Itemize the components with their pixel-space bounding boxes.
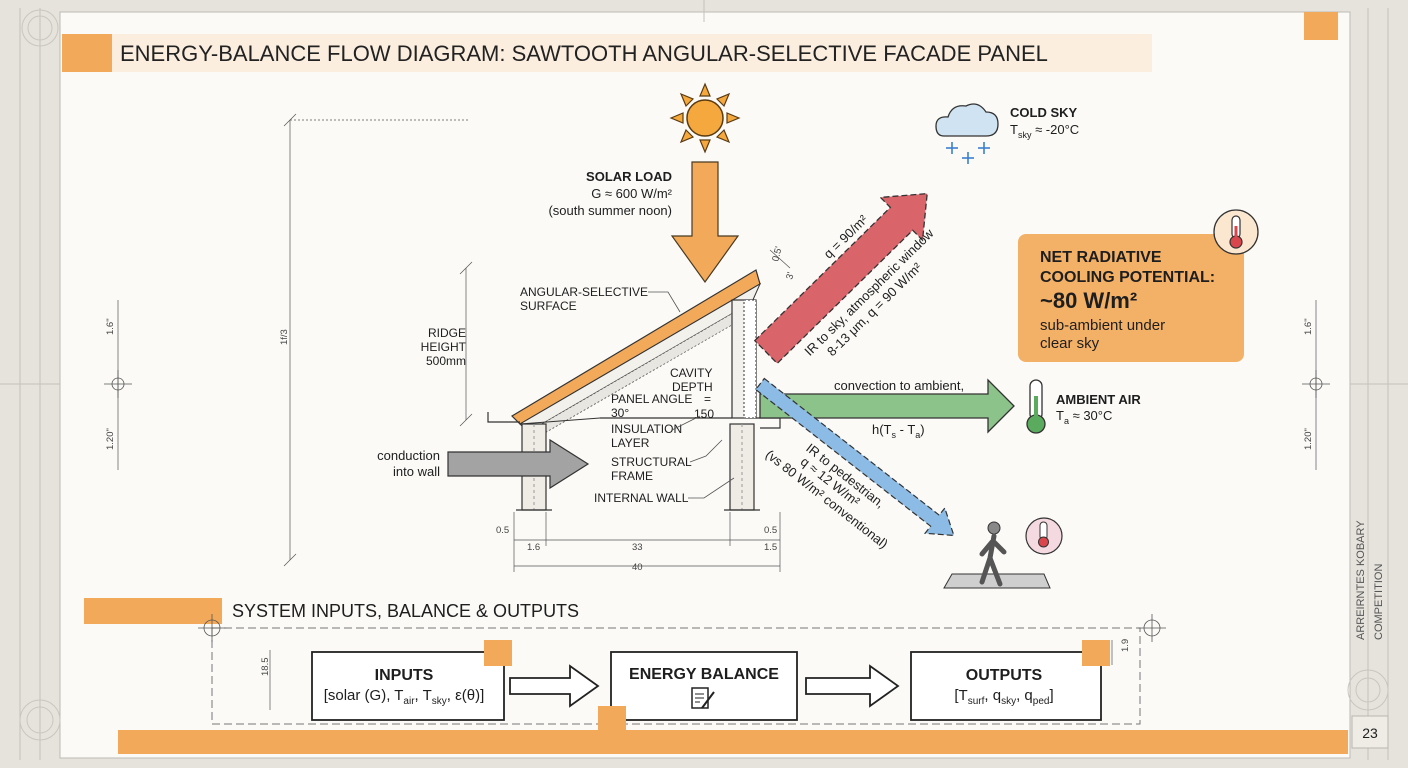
net-cooling-box: [1018, 234, 1244, 362]
ambient-title: AMBIENT AIR: [1056, 392, 1141, 407]
frame-label-2: FRAME: [611, 469, 653, 483]
conduction-arrow: [447, 438, 590, 490]
outputs-formula: [Tsurf, qsky, qped]: [954, 687, 1053, 707]
cavity-label-2: DEPTH: [672, 380, 713, 394]
system-heading: SYSTEM INPUTS, BALANCE & OUTPUTS: [232, 601, 579, 621]
net-line-3: sub-ambient under: [1040, 317, 1165, 334]
convection-label: convection to ambient,: [834, 378, 964, 393]
document-edit-icon: [691, 687, 715, 709]
svg-text:1.5: 1.5: [764, 542, 777, 553]
ambient-thermometer-icon: [1026, 379, 1046, 434]
net-value: ~80 W/m²: [1040, 288, 1137, 313]
sun-icon: [669, 82, 741, 154]
solar-load-value: G ≈ 600 W/m²: [591, 186, 672, 201]
outputs-box: [910, 651, 1102, 721]
net-line-1: NET RADIATIVE: [1040, 249, 1162, 266]
ridge-label-1: RIDGE: [428, 326, 466, 340]
cloud-snow-icon: [935, 103, 999, 164]
inputs-title: INPUTS: [375, 667, 434, 684]
wall-label: INTERNAL WALL: [594, 491, 689, 505]
edge-dim-top-right: 1.6": [1303, 318, 1314, 335]
svg-text:3': 3': [784, 271, 797, 281]
edge-dim-mid-left: 1.20": [105, 428, 116, 450]
svg-text:0.5: 0.5: [496, 525, 509, 536]
frame-label-1: STRUCTURAL: [611, 455, 692, 469]
ambient-temp: Ta ≈ 30°C: [1056, 408, 1112, 426]
page-title: ENERGY-BALANCE FLOW DIAGRAM: SAWTOOTH AN…: [120, 41, 1048, 66]
balance-title: ENERGY BALANCE: [629, 666, 779, 683]
energy-balance-box: [610, 651, 798, 721]
angle-label-2: 30°: [611, 406, 629, 420]
thermometer-icon: [1213, 209, 1259, 255]
corner-seal-icon: [19, 9, 1389, 741]
side-label-1: ARREIRNTES KOBARY: [1355, 520, 1367, 640]
svg-text:40: 40: [632, 562, 643, 573]
svg-text:1.9: 1.9: [1120, 639, 1131, 652]
conduction-label-2: into wall: [393, 464, 440, 479]
outputs-title: OUTPUTS: [966, 667, 1043, 684]
svg-text:0.5': 0.5': [770, 245, 785, 263]
svg-text:1f/3: 1f/3: [279, 329, 290, 345]
surface-label-1: ANGULAR-SELECTIVE: [520, 285, 648, 299]
arrow-inputs-balance: [509, 664, 600, 708]
overall-height-dimension: 1f/3: [279, 113, 470, 567]
bottom-dimensions: 0.5 1.6 33 1.5 0.5 40: [496, 512, 781, 573]
edge-markers: 1.6" 1.20" 1.6" 1.20": [104, 300, 1330, 470]
insulation-label-1: INSULATION: [611, 422, 682, 436]
cold-sky-temp: Tsky ≈ -20°C: [1010, 122, 1079, 140]
system-frame: 18.5 1.9: [198, 614, 1166, 725]
svg-text:1.6: 1.6: [527, 542, 540, 553]
edge-dim-top-left: 1.6": [105, 318, 116, 335]
page-number: 23: [1362, 725, 1378, 741]
cavity-eq: =: [704, 392, 711, 406]
ridge-label-2: HEIGHT: [421, 340, 467, 354]
pedestrian-radiation-arrow: [754, 377, 955, 537]
edge-dim-mid-right: 1.20": [1303, 428, 1314, 450]
insulation-label-2: LAYER: [611, 436, 650, 450]
solar-load-note: (south summer noon): [548, 203, 672, 218]
cavity-label-1: CAVITY: [670, 366, 712, 380]
inputs-formula: [solar (G), Tair, Tsky, ε(θ)]: [324, 687, 485, 707]
pedestrian-icon: [943, 517, 1063, 589]
svg-text:33: 33: [632, 542, 643, 553]
svg-text:18.5: 18.5: [260, 658, 271, 677]
side-label-2: COMPETITION: [1373, 564, 1385, 640]
cold-sky-title: COLD SKY: [1010, 105, 1078, 120]
panel-section: 0.5' 3': [459, 245, 797, 511]
sky-radiation-arrow: [753, 192, 928, 365]
solar-load-title: SOLAR LOAD: [586, 169, 672, 184]
svg-text:0.5: 0.5: [764, 525, 777, 536]
ridge-label-3: 500mm: [426, 354, 466, 368]
surface-label-2: SURFACE: [520, 299, 577, 313]
inputs-box: [311, 651, 505, 721]
net-line-2: COOLING POTENTIAL:: [1040, 269, 1215, 286]
net-line-4: clear sky: [1040, 335, 1100, 352]
arrow-balance-outputs: [805, 664, 900, 708]
conduction-label-1: conduction: [377, 448, 440, 463]
solar-load-arrow: [670, 161, 740, 284]
cavity-value: 150: [694, 407, 714, 421]
angle-label-1: PANEL ANGLE: [611, 392, 692, 406]
convection-formula: h(Ts - Ta): [872, 422, 925, 440]
